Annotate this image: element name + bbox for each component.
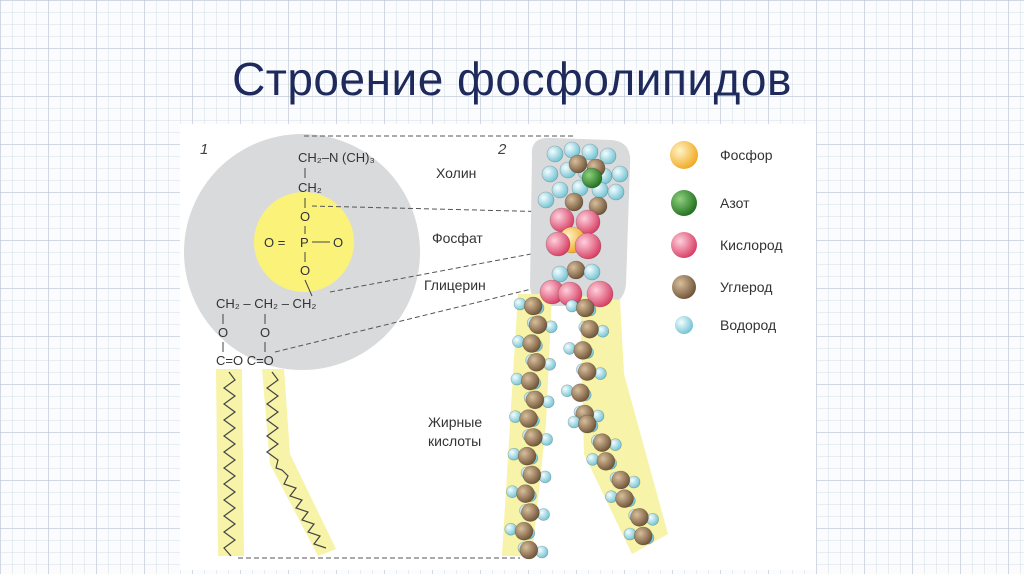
phospholipid-figure: CH₂–N (CH)₃ CH₂ O O = P O O CH₂ – CH₂ – … [180, 124, 816, 570]
ester-oxygen-1: O [218, 325, 228, 340]
panel-number-2: 2 [497, 141, 507, 158]
tail2-carbon-atom [611, 470, 631, 490]
legend-swatch-carbon [672, 275, 696, 299]
tail1-carbon-atom [521, 503, 540, 522]
tail2-carbon-atom [577, 414, 597, 434]
tail1-carbon-atom [514, 521, 534, 541]
tail1-carbon-atom [527, 353, 546, 372]
phosphorus-text: P [300, 235, 309, 250]
ester-oxygen-2: O [260, 325, 270, 340]
head-carbon-atom [588, 196, 608, 216]
head-hydrogen-atom [537, 191, 555, 209]
glycerol-hydrogen-atom [551, 265, 569, 283]
tail1-carbon-atom [519, 409, 538, 428]
head-hydrogen-atom [581, 143, 599, 161]
label-fatty-acids-2: кислоты [428, 433, 481, 449]
tail1-carbon-atom [522, 465, 542, 485]
tail1-carbon-atom [524, 428, 543, 447]
fatty-acid-zigzag-1 [222, 371, 237, 557]
head-hydrogen-atom [611, 165, 629, 183]
dashed-connectors [238, 135, 576, 559]
tail2-carbon-atom [580, 319, 599, 339]
choline-group-text: CH₂–N (CH)₃ [298, 150, 375, 165]
tail1-carbon-atom [516, 484, 535, 503]
oxygen-atom [574, 232, 602, 260]
phosphate-circle [254, 192, 354, 292]
tail2-carbon-atom [573, 341, 593, 360]
tail2-carbon-atom [596, 452, 616, 471]
tail1-carbon-atom [517, 446, 537, 466]
tail2-carbon-atom [633, 526, 653, 546]
tail2-carbon-atom [630, 508, 649, 527]
legend: Фосфор Азот Кислород Углерод Водород [670, 141, 783, 334]
glycerol-chain-text: CH₂ – CH₂ – CH₂ [216, 296, 316, 311]
tail2-carbon-atom [571, 383, 590, 403]
head-carbon-atom [564, 192, 584, 212]
head-hydrogen-atom [546, 145, 564, 163]
oxygen-double-text: O = [264, 235, 285, 250]
head-hydrogen-atom [607, 183, 625, 201]
label-phosphate: Фосфат [432, 230, 483, 246]
head-hydrogen-atom [599, 147, 617, 165]
legend-swatch-hydrogen [675, 316, 693, 334]
nitrogen-atom [581, 167, 603, 189]
tail1-carbon-atom [528, 315, 548, 335]
tail1-carbon-atom [525, 390, 545, 410]
oxygen-atom [545, 231, 571, 257]
ch2-text: CH₂ [298, 180, 322, 195]
legend-label-hydrogen: Водород [720, 317, 776, 333]
legend-swatch-phosphorus [670, 141, 698, 169]
legend-swatch-nitrogen [671, 190, 697, 216]
legend-label-carbon: Углерод [720, 279, 772, 295]
oxygen-right-text: O [333, 235, 343, 250]
tail1-carbon-atom [523, 296, 543, 316]
label-choline: Холин [436, 165, 476, 181]
space-filling-molecule [504, 141, 659, 560]
tail2-carbon-atom [577, 362, 597, 381]
head-hydrogen-atom [541, 165, 559, 183]
legend-label-phosphorus: Фосфор [720, 147, 773, 163]
tail2-carbon-atom [592, 433, 612, 452]
label-glycerol: Глицерин [424, 277, 486, 293]
glycerol-carbon-atom [566, 260, 586, 280]
legend-label-oxygen: Кислород [720, 237, 783, 253]
head-carbon-atom [568, 154, 588, 174]
legend-label-nitrogen: Азот [720, 195, 750, 211]
glycerol-hydrogen-atom [583, 263, 601, 281]
oxygen-bottom-text: O [300, 263, 310, 278]
tail2-carbon-atom [615, 489, 634, 508]
tail2-carbon-atom [575, 298, 595, 318]
structural-formula: CH₂–N (CH)₃ CH₂ O O = P O O CH₂ – CH₂ – … [216, 150, 375, 368]
slide-title: Строение фосфолипидов [232, 53, 792, 105]
oxygen-atom [586, 280, 614, 308]
molecule-tail-band-2 [580, 296, 668, 554]
oxygen-top-text: O [300, 209, 310, 224]
diagram-svg: CH₂–N (CH)₃ CH₂ O O = P O O CH₂ – CH₂ – … [184, 134, 783, 560]
tail1-carbon-atom [519, 540, 539, 560]
carbonyl-text: C=O C=O [216, 353, 274, 368]
legend-swatch-oxygen [671, 232, 697, 258]
head-hydrogen-atom [551, 181, 569, 199]
panel-number-1: 1 [200, 141, 208, 158]
fatty-acid-zigzag-2 [265, 371, 327, 549]
fatty-acid-band-2 [262, 369, 336, 556]
tail1-carbon-atom [522, 334, 541, 353]
fatty-acid-band-1 [216, 369, 244, 556]
label-fatty-acids-1: Жирные [428, 414, 482, 430]
tail1-carbon-atom [520, 371, 540, 391]
